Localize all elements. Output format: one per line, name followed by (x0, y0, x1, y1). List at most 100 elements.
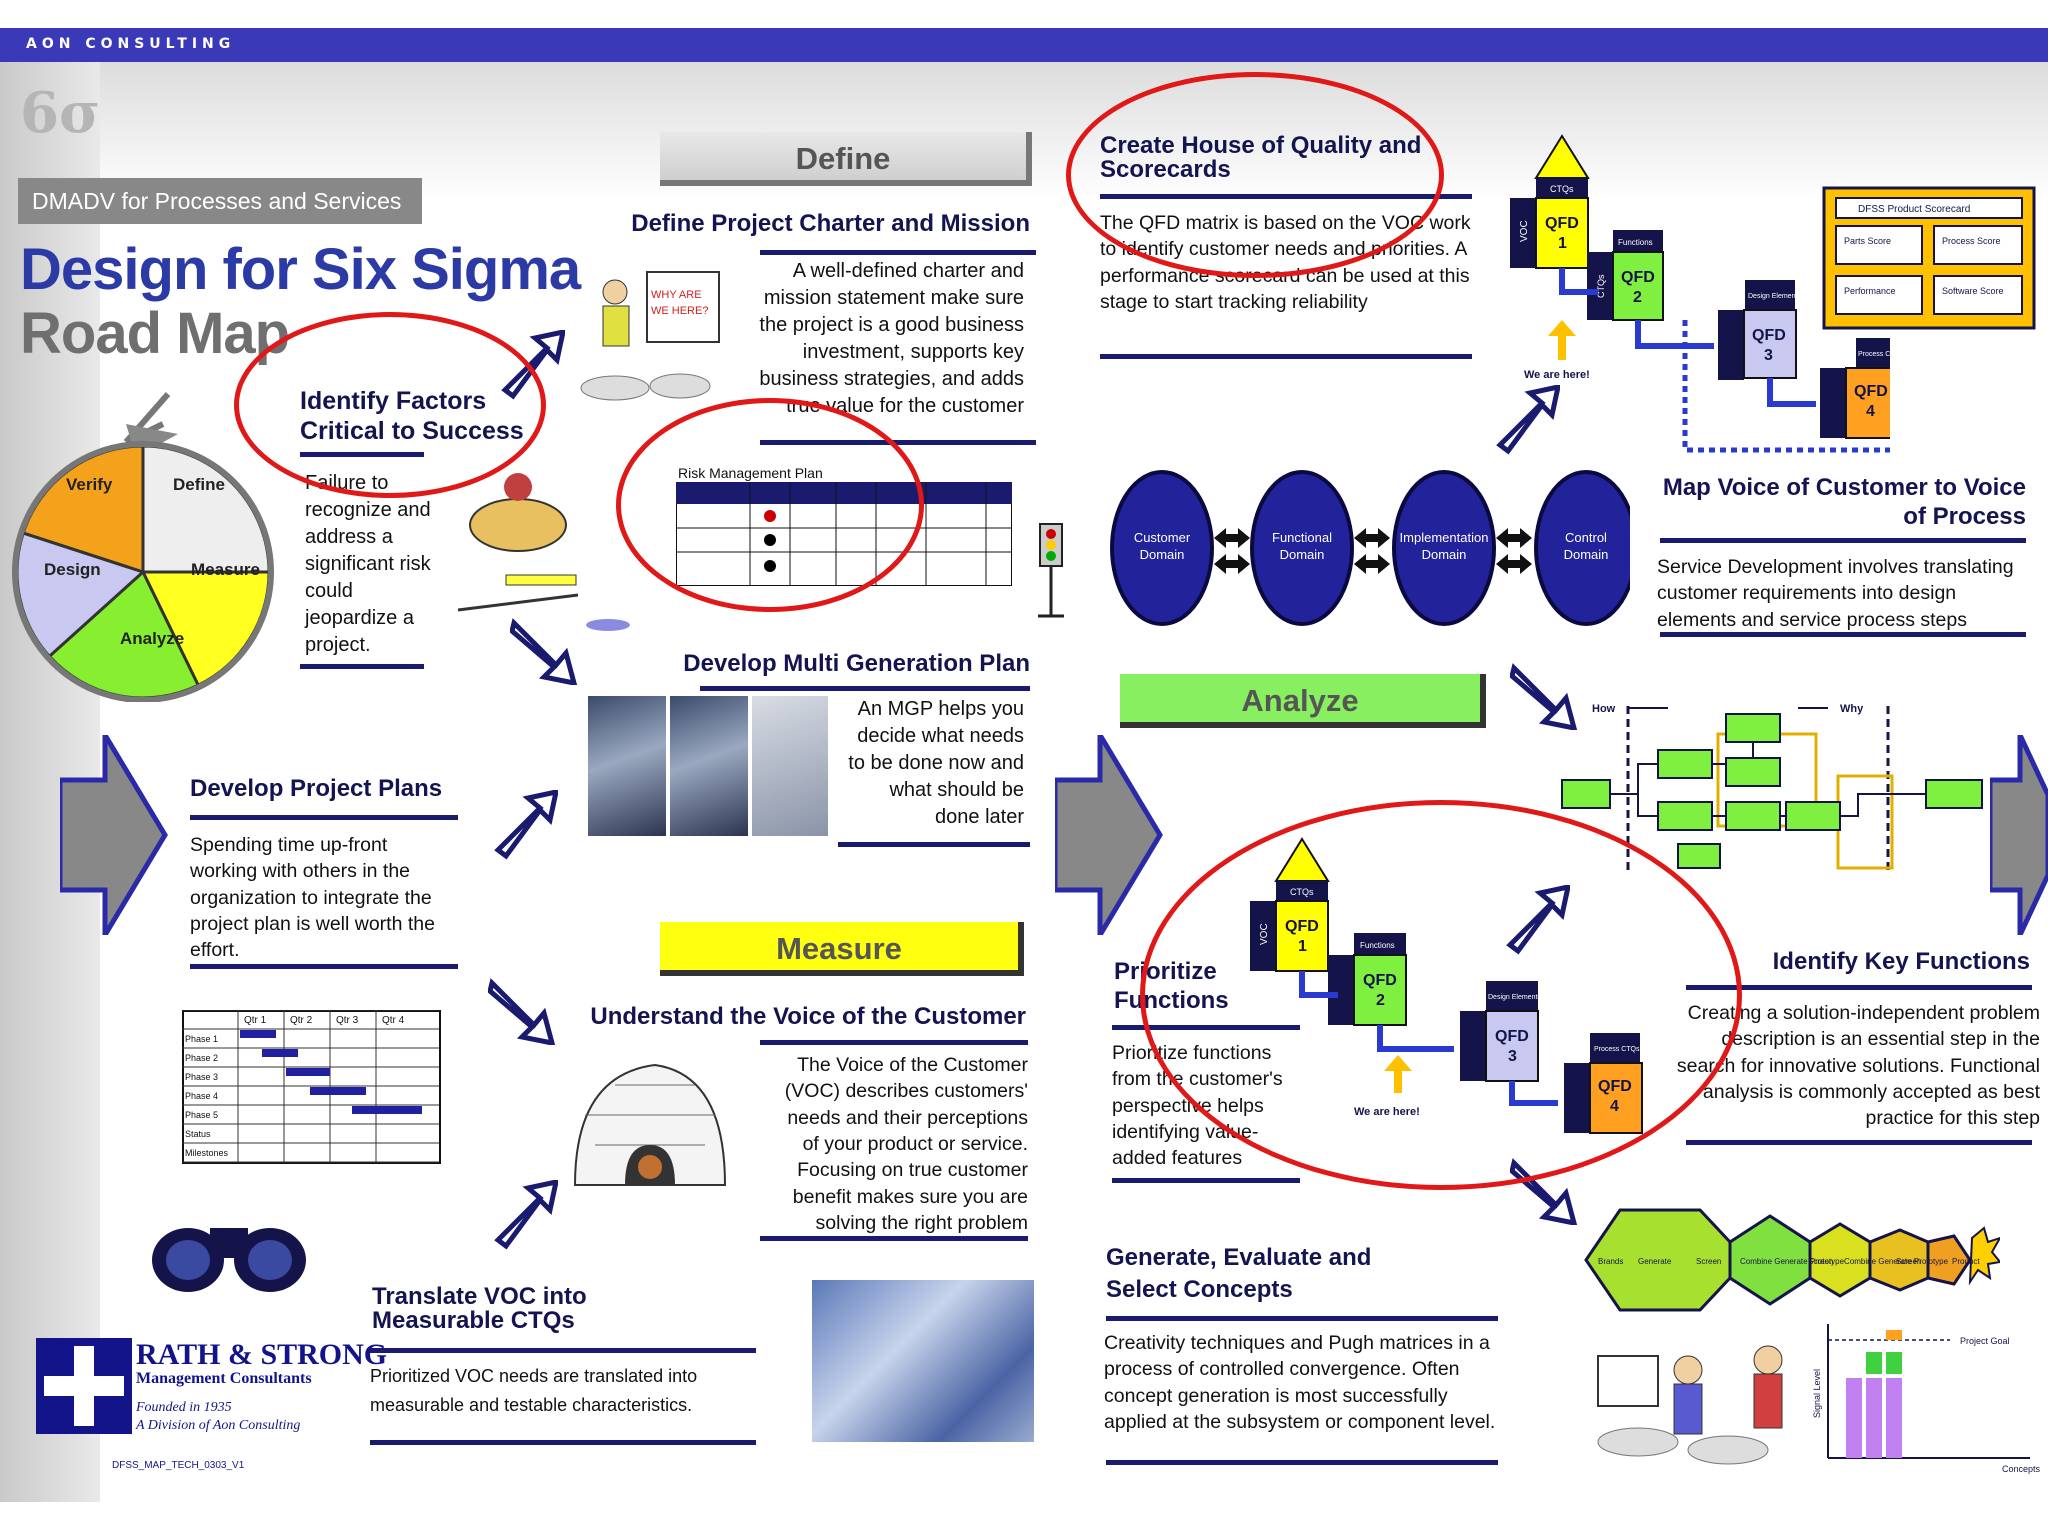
pie-label-analyze: Analyze (120, 629, 184, 648)
signal-level-chart: Project Goal Signal Level Concepts (1812, 1324, 2040, 1474)
scorecard-cell-performance: Performance (1844, 286, 1896, 296)
voc-body: The Voice of the Customer (VOC) describe… (784, 1054, 1028, 1234)
identify-factors-body: Failure to recognize and address a signi… (305, 472, 431, 656)
svg-text:WE HERE?: WE HERE? (651, 305, 708, 317)
project-plans-title: Develop Project Plans (190, 775, 443, 802)
domain-label: Domain (1280, 547, 1325, 562)
doc-id: DFSS_MAP_TECH_0303_V1 (112, 1460, 245, 1471)
gantt-row-label: Phase 3 (185, 1072, 218, 1082)
traffic-light-icon (1038, 523, 1064, 618)
page-title: Design for Six Sigma (20, 237, 581, 302)
qfd-box-3-label: QFD (1752, 327, 1786, 344)
how-label: How (1592, 703, 1616, 715)
highlight-circle-qfd (1140, 800, 1742, 1190)
rath-strong-logo (36, 1338, 132, 1434)
qfd-process-ctqs-label: Process CTQs (1858, 351, 1890, 358)
presenter-sign: WHY ARE (651, 289, 702, 301)
rule (300, 664, 424, 669)
gantt-row-label: Milestones (185, 1148, 229, 1158)
tape-measure-photo (812, 1280, 1034, 1442)
charter-title: Define Project Charter and Mission (631, 210, 1030, 237)
charter-body: A well-defined charter and mission state… (759, 260, 1024, 417)
pie-rim (12, 441, 274, 702)
gantt-row-label: Phase 4 (185, 1091, 218, 1101)
map-voc-body: Service Development involves translating… (1657, 556, 2014, 631)
step-arrow (494, 1180, 558, 1250)
binoculars-illustration (152, 1228, 306, 1292)
domain-mapping-diagram: CustomerDomainFunctionalDomainImplementa… (1110, 470, 1630, 626)
key-functions-body: Creating a solution-independent problem … (1676, 1002, 2040, 1130)
highlight-circle-hoq (1066, 72, 1444, 278)
rule (1686, 985, 2032, 990)
qfd-voc-label: VOC (1519, 220, 1530, 242)
flow-arrow-right (1990, 735, 2048, 935)
gantt-row-label: Phase 2 (185, 1053, 218, 1063)
pie-label-design: Design (44, 560, 101, 579)
funnel-stage-label: Screen (1896, 1257, 1921, 1266)
domain-label: Control (1565, 530, 1607, 545)
translate-title: Translate VOC into Measurable CTQs (372, 1283, 587, 1334)
qfd-box-4-label: QFD (1854, 383, 1888, 400)
gantt-row-label: Phase 5 (185, 1110, 218, 1120)
pie-label-measure: Measure (191, 560, 260, 579)
rule (760, 1236, 1028, 1241)
scorecard-title: DFSS Product Scorecard (1858, 204, 1970, 215)
mgp-body: An MGP helps you decide what needs to be… (848, 698, 1024, 828)
six-sigma-logo: 6σ (20, 80, 101, 146)
gantt-col-header: Qtr 3 (336, 1015, 359, 1026)
why-label: Why (1840, 703, 1864, 715)
domain-label: Functional (1272, 530, 1332, 545)
domain-label: Domain (1140, 547, 1185, 562)
scorecard-cell-parts: Parts Score (1844, 236, 1891, 246)
qfd-roof-label: CTQs (1550, 184, 1574, 194)
mgp-title: Develop Multi Generation Plan (683, 650, 1030, 677)
scorecard-cell-process: Process Score (1942, 236, 2001, 246)
qfd-box-1-number: 1 (1558, 235, 1567, 252)
banner-subtitle: DMADV for Processes and Services (18, 178, 422, 224)
step-arrow (510, 618, 578, 685)
qfd-functions-label: Functions (1618, 238, 1653, 247)
rule (760, 1040, 1028, 1045)
funnel-stage-label: Brands (1598, 1257, 1623, 1266)
rule (1100, 354, 1472, 359)
rule (190, 815, 458, 820)
funnel-stage-label: Combine Generate Prototype (1844, 1257, 1949, 1266)
scorecard-cell-software: Software Score (1942, 286, 2004, 296)
voc-title: Understand the Voice of the Customer (590, 1003, 1026, 1030)
qfd-box-2-label: QFD (1621, 269, 1655, 286)
rider-illustration (457, 473, 630, 631)
funnel-stage-label: Screen (1696, 1257, 1721, 1266)
domain-ellipse (1250, 470, 1354, 626)
project-plans-body: Spending time up-front working with othe… (190, 834, 435, 962)
rule (190, 964, 458, 969)
phase-analyze: Analyze (1120, 674, 1486, 728)
domain-ellipse (1534, 470, 1630, 626)
pie-slice-define (141, 444, 271, 574)
gantt-col-header: Qtr 2 (290, 1015, 313, 1026)
rule (760, 250, 1036, 255)
key-functions-title: Identify Key Functions (1772, 948, 2030, 975)
we-are-here-label: We are here! (1524, 369, 1590, 381)
phase-measure: Measure (660, 922, 1024, 976)
qfd-box-1-label: QFD (1545, 215, 1579, 232)
qfd-design-elements-label: Design Elements (1748, 293, 1801, 300)
top-bar: AON CONSULTING (0, 28, 2048, 62)
qfd-box-4-number: 4 (1866, 403, 1875, 420)
firm-tagline: Management Consultants (136, 1370, 312, 1387)
project-goal-label: Project Goal (1960, 1336, 2010, 1346)
gantt-row-label: Phase 1 (185, 1034, 218, 1044)
qfd-box-3-number: 3 (1764, 347, 1773, 364)
funnel-stage-label: Screen (1808, 1257, 1833, 1266)
funnel-stage-label: Generate (1638, 1257, 1672, 1266)
highlight-circle-risk (616, 398, 924, 612)
step-arrow (1496, 385, 1560, 455)
rocket-photo-1 (588, 696, 666, 836)
flow-arrow-middle (1055, 735, 1163, 935)
flow-arrow-left (60, 735, 168, 935)
funnel-stage-label: Product (1952, 1257, 1980, 1266)
rule (1112, 1178, 1300, 1183)
gantt-col-header: Qtr 4 (382, 1015, 405, 1026)
company-name: AON CONSULTING (26, 36, 236, 52)
step-arrow (494, 790, 558, 860)
